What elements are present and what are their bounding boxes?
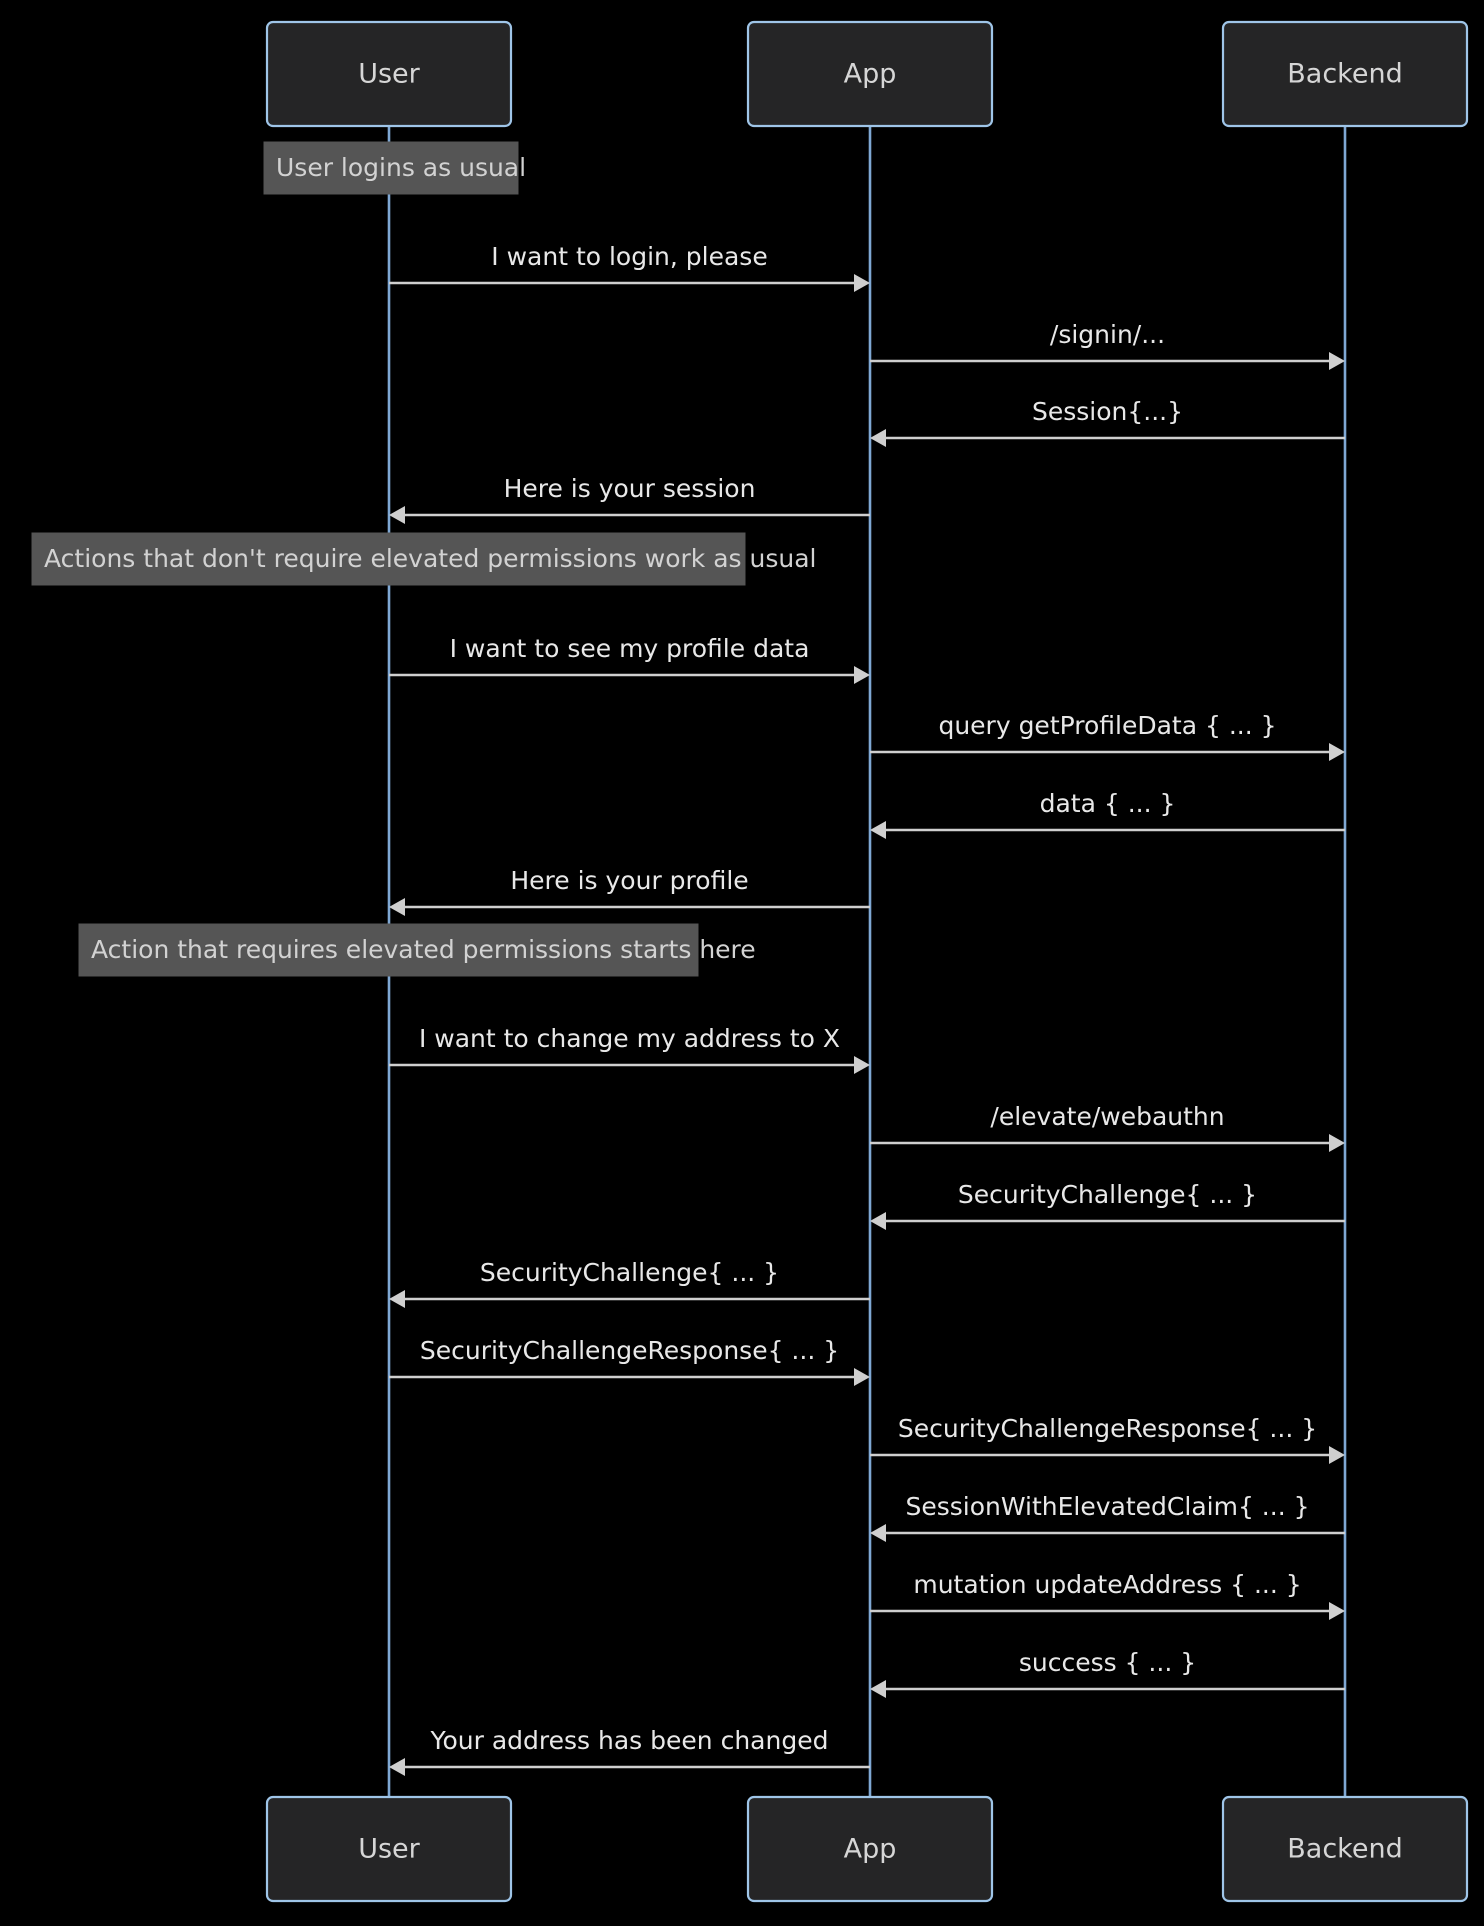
actor-label-backend: Backend (1287, 1834, 1402, 1865)
message-arrowhead (389, 506, 405, 524)
actor-rect (746, 20, 994, 128)
message-m11: SecurityChallenge{ ... } (870, 1180, 1345, 1230)
actor-label-user: User (358, 59, 420, 90)
message-arrowhead (389, 1758, 405, 1776)
message-m4: Here is your session (389, 474, 870, 524)
actor-rect (1221, 1795, 1469, 1903)
message-label: SecurityChallengeResponse{ ... } (420, 1336, 839, 1365)
message-label: mutation updateAddress { ... } (913, 1570, 1301, 1599)
note-background (78, 923, 699, 977)
note-text: User logins as usual (276, 153, 526, 182)
message-label: success { ... } (1019, 1648, 1196, 1677)
message-arrowhead (389, 898, 405, 916)
message-m2: /signin/... (870, 320, 1345, 370)
message-label: SecurityChallenge{ ... } (480, 1258, 779, 1287)
note-text: Action that requires elevated permission… (91, 935, 756, 964)
message-arrowhead (389, 1290, 405, 1308)
actor-label-app: App (844, 1834, 897, 1865)
actor-box-backend-bottom[interactable]: Backend (1221, 1795, 1469, 1903)
message-label: /elevate/webauthn (990, 1102, 1224, 1131)
note-background (31, 532, 746, 586)
message-m18: Your address has been changed (389, 1726, 870, 1776)
message-arrowhead (1329, 1446, 1345, 1464)
actor-rect (265, 1795, 513, 1903)
message-label: Session{...} (1032, 397, 1183, 426)
actor-label-app: App (844, 59, 897, 90)
message-m15: SessionWithElevatedClaim{ ... } (870, 1492, 1345, 1542)
message-arrowhead (854, 1056, 870, 1074)
message-arrowhead (870, 1680, 886, 1698)
messages-group: I want to login, please/signin/... Sessio… (389, 242, 1345, 1776)
message-m8: Here is your profile (389, 866, 870, 916)
message-arrowhead (870, 821, 886, 839)
actor-box-user-bottom[interactable]: User (265, 1795, 513, 1903)
note-note-3: Action that requires elevated permission… (78, 923, 756, 977)
actor-box-user-top[interactable]: User (265, 20, 513, 128)
message-label: SessionWithElevatedClaim{ ... } (905, 1492, 1309, 1521)
note-background (263, 141, 519, 195)
actor-rect (265, 20, 513, 128)
message-arrowhead (854, 666, 870, 684)
message-m6: query getProfileData { ... } (870, 711, 1345, 761)
actor-box-app-top[interactable]: App (746, 20, 994, 128)
actor-rect (746, 1795, 994, 1903)
actor-box-app-bottom[interactable]: App (746, 1795, 994, 1903)
actor-label-user: User (358, 1834, 420, 1865)
message-arrowhead (854, 1368, 870, 1386)
actors-bottom-group: User App Backend (265, 1795, 1469, 1903)
note-note-2: Actions that don't require elevated perm… (31, 532, 816, 586)
message-m17: success { ... } (870, 1648, 1345, 1698)
actor-label-backend: Backend (1287, 59, 1402, 90)
message-label: SecurityChallengeResponse{ ... } (898, 1414, 1317, 1443)
message-arrowhead (1329, 352, 1345, 370)
message-arrowhead (870, 1524, 886, 1542)
actor-rect (1221, 20, 1469, 128)
note-text: Actions that don't require elevated perm… (44, 544, 816, 573)
message-label: I want to change my address to X (419, 1024, 840, 1053)
message-label: /signin/... (1050, 320, 1165, 349)
message-arrowhead (1329, 1602, 1345, 1620)
message-arrowhead (1329, 743, 1345, 761)
message-m3: Session{...} (870, 397, 1345, 447)
message-m7: data { ... } (870, 789, 1345, 839)
message-label: query getProfileData { ... } (938, 711, 1276, 740)
message-m9: I want to change my address to X (389, 1024, 870, 1074)
message-label: I want to login, please (491, 242, 767, 271)
message-arrowhead (1329, 1134, 1345, 1152)
message-m10: /elevate/webauthn (870, 1102, 1345, 1152)
message-label: data { ... } (1040, 789, 1176, 818)
note-note-1: User logins as usual (263, 141, 526, 195)
message-m12: SecurityChallenge{ ... } (389, 1258, 870, 1308)
message-label: Your address has been changed (430, 1726, 829, 1755)
message-arrowhead (870, 429, 886, 447)
message-label: Here is your session (504, 474, 756, 503)
message-label: Here is your profile (510, 866, 748, 895)
message-m1: I want to login, please (389, 242, 870, 292)
actors-top-group: User App Backend (265, 20, 1469, 128)
message-m16: mutation updateAddress { ... } (870, 1570, 1345, 1620)
message-m14: SecurityChallengeResponse{ ... } (870, 1414, 1345, 1464)
message-arrowhead (854, 274, 870, 292)
message-m13: SecurityChallengeResponse{ ... } (389, 1336, 870, 1386)
message-m5: I want to see my profile data (389, 634, 870, 684)
actor-box-backend-top[interactable]: Backend (1221, 20, 1469, 128)
message-label: I want to see my profile data (450, 634, 810, 663)
message-arrowhead (870, 1212, 886, 1230)
message-label: SecurityChallenge{ ... } (958, 1180, 1257, 1209)
